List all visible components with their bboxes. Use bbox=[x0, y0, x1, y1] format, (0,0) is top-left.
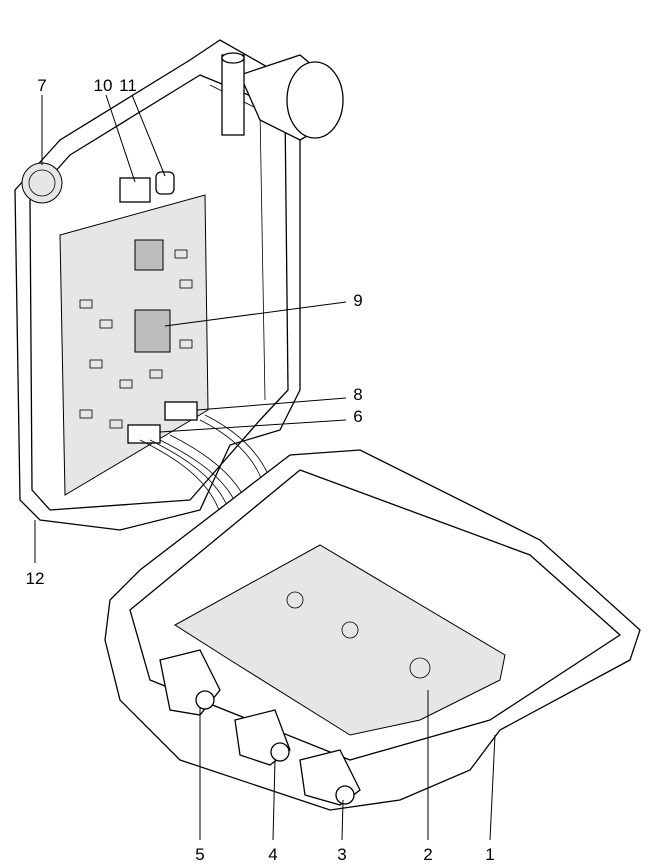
cylinder-actuator bbox=[221, 52, 344, 141]
valve-plate bbox=[174, 544, 506, 736]
callout-6: 6 bbox=[353, 407, 362, 426]
connector-8 bbox=[164, 401, 198, 421]
callout-1: 1 bbox=[485, 845, 494, 864]
component-11 bbox=[155, 171, 175, 195]
solenoid-valves bbox=[159, 649, 361, 806]
callout-2: 2 bbox=[423, 845, 432, 864]
connector-6 bbox=[127, 424, 161, 444]
callout-12: 12 bbox=[26, 569, 45, 588]
callout-7: 7 bbox=[37, 76, 46, 95]
callout-10: 10 bbox=[94, 76, 113, 95]
round-connector bbox=[21, 162, 63, 204]
callout-4: 4 bbox=[268, 845, 277, 864]
callout-5: 5 bbox=[195, 845, 204, 864]
callout-11: 11 bbox=[119, 76, 137, 95]
callout-9: 9 bbox=[353, 291, 362, 310]
callout-8: 8 bbox=[353, 385, 362, 404]
callout-3: 3 bbox=[337, 845, 346, 864]
component-10 bbox=[119, 177, 151, 203]
leader-lines bbox=[34, 94, 496, 841]
control-board bbox=[59, 171, 209, 496]
